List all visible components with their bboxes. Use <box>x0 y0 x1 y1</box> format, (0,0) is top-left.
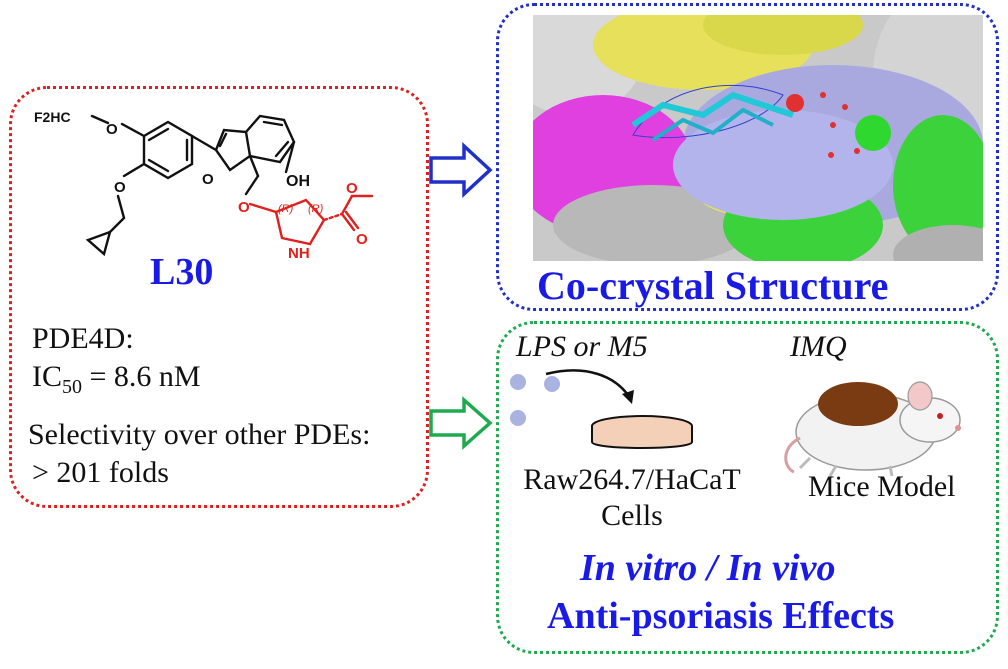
co-crystal-panel <box>496 3 999 311</box>
stimulus-dot-icon <box>510 374 526 390</box>
anti-psoriasis-label: Anti-psoriasis Effects <box>547 595 895 637</box>
ic50-text: IC50 = 8.6 nM <box>32 360 201 399</box>
hydroxyl-label: OH <box>286 173 310 190</box>
chemical-structure: F2HC O O O OH O (R) (R) NH O O <box>34 109 374 262</box>
co-crystal-image <box>533 15 983 261</box>
cell-treatment-illustration <box>510 369 693 449</box>
stereo-label: (R) <box>308 203 324 215</box>
target-label: PDE4D: <box>32 322 134 355</box>
compound-name: L30 <box>150 251 214 293</box>
ic50-subscript: 50 <box>62 376 82 398</box>
arrow-to-crystal-icon <box>429 142 493 198</box>
oxygen-label: O <box>202 171 214 188</box>
mouse-icon <box>784 381 961 477</box>
stimulus-dot-icon <box>544 376 560 392</box>
selectivity-label: Selectivity over other PDEs: <box>28 418 371 451</box>
co-crystal-title: Co-crystal Structure <box>537 263 889 308</box>
arrow-to-efficacy-icon <box>429 396 493 450</box>
imq-label: IMQ <box>790 330 847 363</box>
ic50-value: = 8.6 nM <box>82 360 201 393</box>
oxygen-label: O <box>114 179 126 196</box>
oxygen-label: O <box>106 121 118 138</box>
in-vitro-in-vivo-label: In vitro / In vivo <box>580 547 836 589</box>
compound-panel <box>9 86 429 508</box>
mice-label: Mice Model <box>808 470 956 503</box>
oxygen-label: O <box>356 231 368 248</box>
oxygen-label: O <box>238 199 250 216</box>
stimulus-label: LPS or M5 <box>516 330 648 363</box>
ic50-prefix: IC <box>32 360 62 393</box>
stimulus-dot-icon <box>510 410 526 426</box>
stereo-label: (R) <box>278 203 294 215</box>
efficacy-panel <box>496 321 999 654</box>
selectivity-value: > 201 folds <box>32 456 169 489</box>
amine-label: NH <box>288 245 310 262</box>
cells-label: Raw264.7/HaCaT Cells <box>523 463 741 532</box>
oxygen-label: O <box>346 180 358 197</box>
difluoromethyl-label: F2HC <box>34 109 71 125</box>
